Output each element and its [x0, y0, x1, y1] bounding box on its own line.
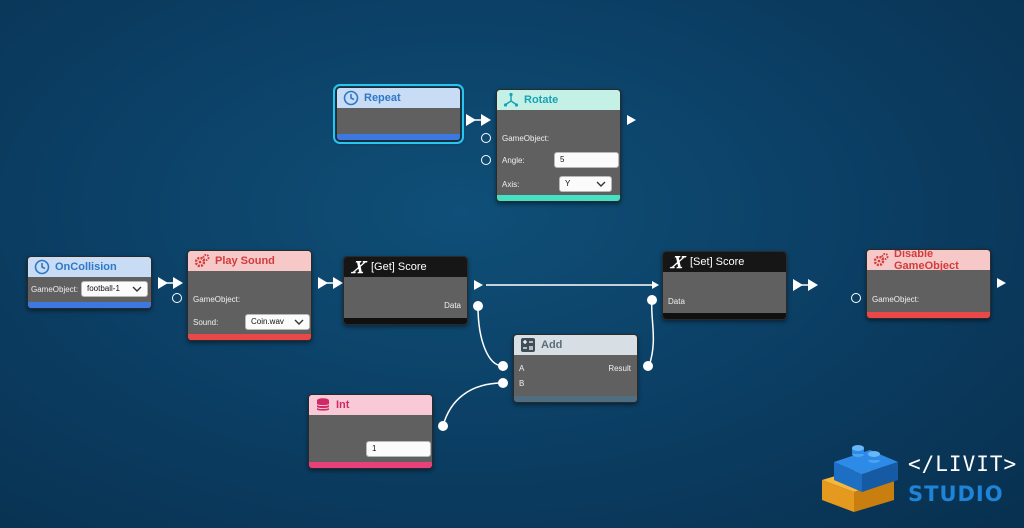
rotate-angle-label: Angle:: [502, 156, 525, 165]
gears-icon: [873, 252, 889, 268]
setscore-node-title: [Set] Score: [690, 256, 745, 268]
flow-out-arrow-repeat[interactable]: [464, 113, 494, 127]
oncollision-node-footer: [28, 302, 151, 308]
getscore-data-output-port[interactable]: [473, 301, 483, 311]
wire-add-result-to-setscore-data: [648, 299, 655, 367]
disable-gameobject-label: GameObject:: [872, 295, 920, 304]
int-node-title: Int: [336, 399, 350, 411]
repeat-node-title: Repeat: [364, 92, 401, 104]
rotate-angle-input[interactable]: 5: [554, 152, 619, 168]
add-b-label: B: [519, 379, 525, 388]
rotate-gameobject-port[interactable]: [481, 133, 491, 143]
wire-arrowhead: [652, 281, 659, 289]
rotate-gameobject-label: GameObject:: [502, 134, 550, 143]
rotate-node[interactable]: Rotate GameObject: Angle: 5 Axis: Y: [496, 89, 621, 202]
chevron-down-icon: [596, 181, 606, 187]
playsound-node[interactable]: Play Sound GameObject: Sound: Coin.wav: [187, 250, 312, 341]
disable-gameobject-node[interactable]: Disable GameObject GameObject:: [866, 249, 991, 319]
add-a-input-port[interactable]: [498, 361, 508, 371]
add-a-label: A: [519, 364, 525, 373]
add-b-input-port[interactable]: [498, 378, 508, 388]
int-output-port[interactable]: [438, 421, 448, 431]
playsound-node-title: Play Sound: [215, 255, 275, 267]
add-node[interactable]: Add A B Result: [513, 334, 638, 403]
variable-x-icon: 𝑋: [352, 257, 364, 277]
rotate-node-title: Rotate: [524, 94, 559, 106]
int-value-input[interactable]: 1: [366, 441, 431, 457]
lego-bricks-icon: [822, 445, 898, 512]
getscore-node-title: [Get] Score: [371, 261, 427, 273]
oncollision-gameobject-label: GameObject:: [31, 285, 79, 294]
add-result-label: Result: [608, 364, 631, 373]
repeat-node-header[interactable]: Repeat: [337, 88, 460, 108]
calculator-icon: [520, 337, 536, 353]
setscore-node-footer: [663, 313, 786, 319]
oncollision-node-header[interactable]: OnCollision: [28, 257, 151, 277]
setscore-node[interactable]: 𝑋 [Set] Score Data: [662, 251, 787, 320]
gears-icon: [194, 253, 210, 269]
oncollision-node-title: OnCollision: [55, 261, 117, 273]
add-node-title: Add: [541, 339, 563, 351]
flow-out-arrow-getscore[interactable]: [472, 279, 486, 291]
playsound-node-header[interactable]: Play Sound: [188, 251, 311, 271]
disable-node-footer: [867, 312, 990, 318]
wire-int-to-add-b: [442, 382, 504, 427]
repeat-node[interactable]: Repeat: [333, 84, 464, 144]
disable-node-title: Disable GameObject: [894, 249, 959, 272]
chevron-down-icon: [294, 319, 304, 325]
rotate-angle-port[interactable]: [481, 155, 491, 165]
int-node-footer: [309, 462, 432, 468]
int-node[interactable]: Int 1: [308, 394, 433, 469]
rotate-axis-value: Y: [565, 179, 571, 188]
playsound-gameobject-port[interactable]: [172, 293, 182, 303]
rotate-axis-select[interactable]: Y: [559, 176, 612, 192]
repeat-node-footer: [337, 134, 460, 140]
rotate-node-header[interactable]: Rotate: [497, 90, 620, 110]
playsound-gameobject-label: GameObject:: [193, 295, 241, 304]
playsound-sound-value: Coin.wav: [251, 317, 284, 326]
add-result-output-port[interactable]: [643, 361, 653, 371]
getscore-node[interactable]: 𝑋 [Get] Score Data: [343, 256, 468, 325]
clock-icon: [343, 90, 359, 106]
rotate-node-footer: [497, 195, 620, 201]
chevron-down-icon: [132, 286, 142, 292]
flow-out-arrow-playsound[interactable]: [316, 276, 346, 290]
add-node-footer: [514, 396, 637, 402]
livit-studio-logo: </LIVIT> STUDIO: [814, 440, 1018, 520]
wire-getscore-data-to-add-a: [477, 305, 504, 367]
add-node-header[interactable]: Add: [514, 335, 637, 355]
oncollision-gameobject-value: football-1: [87, 284, 120, 293]
variable-x-icon: 𝑋: [671, 252, 683, 272]
flow-out-arrow-setscore[interactable]: [791, 278, 821, 292]
playsound-node-footer: [188, 334, 311, 340]
getscore-data-label: Data: [444, 301, 461, 310]
oncollision-gameobject-select[interactable]: football-1: [81, 281, 148, 297]
logo-line2: STUDIO: [908, 482, 1004, 506]
playsound-sound-label: Sound:: [193, 318, 219, 327]
getscore-node-header[interactable]: 𝑋 [Get] Score: [344, 257, 467, 277]
int-node-header[interactable]: Int: [309, 395, 432, 415]
disable-gameobject-port[interactable]: [851, 293, 861, 303]
logo-line1: </LIVIT>: [908, 452, 1018, 476]
axes-icon: [503, 92, 519, 108]
oncollision-node[interactable]: OnCollision GameObject: football-1: [27, 256, 152, 309]
rotate-axis-label: Axis:: [502, 180, 520, 189]
clock-icon: [34, 259, 50, 275]
playsound-sound-select[interactable]: Coin.wav: [245, 314, 310, 330]
flow-out-arrow-disable[interactable]: [995, 277, 1009, 289]
flow-out-arrow-oncollision[interactable]: [156, 276, 186, 290]
getscore-node-footer: [344, 318, 467, 324]
database-icon: [315, 397, 331, 413]
flow-out-arrow-rotate[interactable]: [625, 114, 637, 126]
setscore-node-header[interactable]: 𝑋 [Set] Score: [663, 252, 786, 272]
setscore-data-input-port[interactable]: [647, 295, 657, 305]
disable-node-header[interactable]: Disable GameObject: [867, 249, 990, 272]
setscore-data-label: Data: [668, 297, 685, 306]
